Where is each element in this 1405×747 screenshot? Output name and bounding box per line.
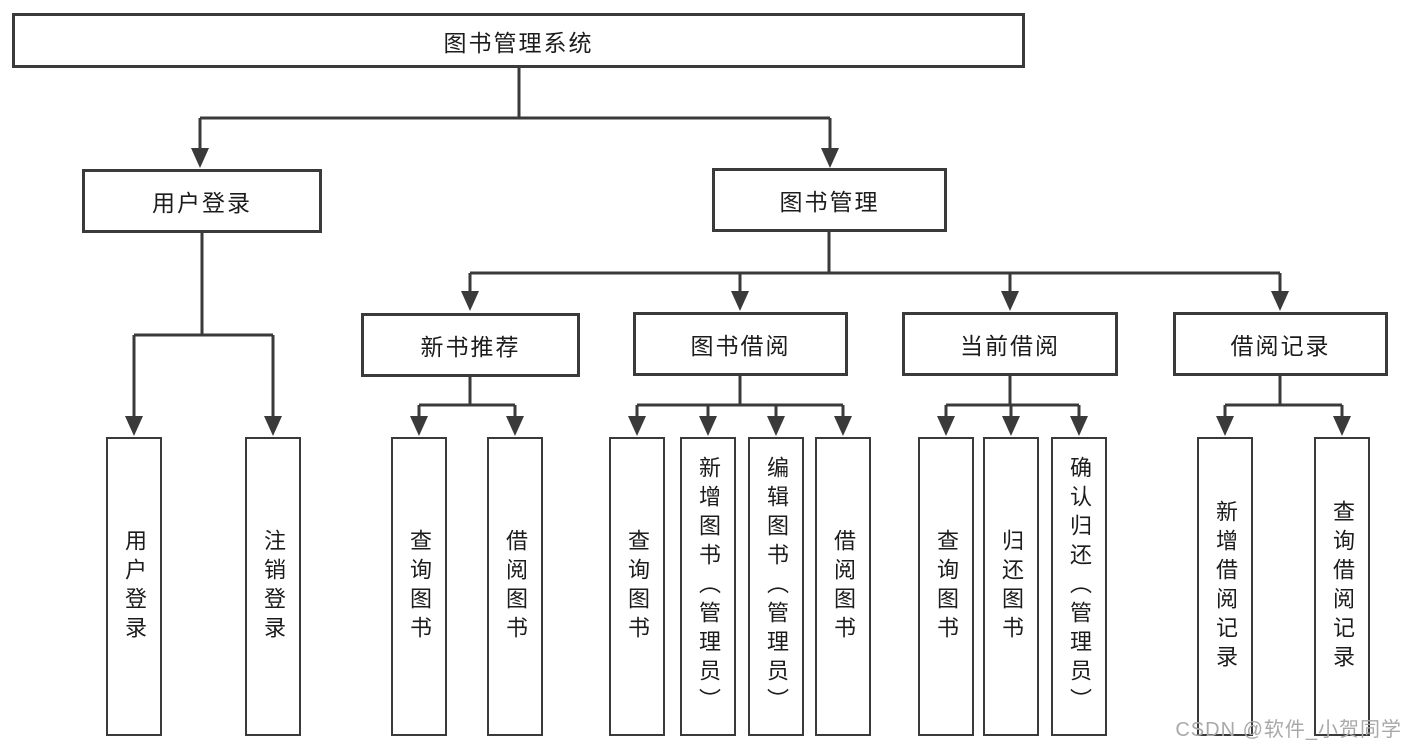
connector-newbookrec-to-leaves	[417, 377, 517, 417]
node-book-borrowing: 图书借阅	[633, 312, 848, 376]
node-leaf-borrow-book: 借阅图书	[815, 437, 871, 736]
node-current-borrowing: 当前借阅	[902, 312, 1118, 376]
node-borrowing-records: 借阅记录	[1173, 312, 1388, 376]
arrow-to-leaf-query-rec	[410, 416, 428, 436]
node-leaf-logout: 注销登录	[245, 437, 301, 736]
node-label: 确认归还（管理员）	[1067, 456, 1092, 717]
arrow-to-leaf-logout	[264, 416, 282, 436]
connector-borrowrec-to-leaves	[1223, 376, 1344, 417]
arrow-to-leaf-query-cur	[937, 416, 955, 436]
node-label: 新书推荐	[420, 334, 521, 360]
arrow-to-new-book-rec	[461, 291, 479, 311]
node-leaf-add-borrow-record: 新增借阅记录	[1197, 437, 1253, 736]
node-leaf-query-books-recommendation: 查询图书	[391, 437, 447, 736]
node-label: 用户登录	[152, 190, 252, 216]
node-leaf-user-login: 用户登录	[106, 437, 162, 736]
node-label: 借阅图书	[503, 528, 528, 645]
csdn-watermark: CSDN @软件_小贺同学	[1175, 719, 1402, 741]
connector-userlogin-to-leaves	[132, 233, 275, 417]
arrow-to-leaf-edit-book	[767, 416, 785, 436]
node-leaf-edit-book-admin: 编辑图书（管理员）	[748, 437, 804, 736]
node-label: 新增图书（管理员）	[696, 456, 721, 717]
arrow-to-book-mgmt	[821, 148, 839, 168]
arrow-to-book-borrow	[731, 291, 749, 311]
connector-root-to-level2	[198, 68, 832, 149]
arrow-to-leaf-borrow-book	[834, 416, 852, 436]
node-label: 借阅图书	[831, 528, 856, 645]
node-leaf-borrow-books-recommendation: 借阅图书	[487, 437, 543, 736]
arrow-to-leaf-user-login	[125, 416, 143, 436]
node-leaf-return-book: 归还图书	[983, 437, 1039, 736]
node-label: 查询图书	[407, 528, 432, 645]
node-label: 归还图书	[999, 528, 1024, 645]
node-label: 查询图书	[625, 528, 650, 645]
arrow-to-leaf-return-book	[1002, 416, 1020, 436]
node-new-book-recommendation: 新书推荐	[361, 313, 580, 377]
connector-bookmgmt-to-level3	[468, 232, 1282, 292]
node-library-management-system: 图书管理系统	[12, 13, 1025, 68]
node-label: 注销登录	[261, 528, 286, 645]
node-label: 查询借阅记录	[1330, 499, 1355, 674]
node-user-login: 用户登录	[82, 169, 322, 233]
node-label: 当前借阅	[960, 333, 1060, 359]
node-book-management: 图书管理	[712, 168, 947, 232]
arrow-to-leaf-borrow-rec	[506, 416, 524, 436]
arrow-to-leaf-confirm-return	[1070, 416, 1088, 436]
node-leaf-query-books-current: 查询图书	[918, 437, 974, 736]
arrow-to-leaf-add-record	[1216, 416, 1234, 436]
node-label: 用户登录	[122, 528, 147, 645]
arrow-to-user-login	[191, 148, 209, 168]
node-label: 编辑图书（管理员）	[764, 456, 789, 717]
arrow-to-leaf-add-book	[699, 416, 717, 436]
node-label: 查询图书	[934, 528, 959, 645]
node-label: 新增借阅记录	[1213, 499, 1238, 674]
node-leaf-query-books-borrowing: 查询图书	[609, 437, 665, 736]
node-label: 图书管理系统	[443, 29, 594, 56]
node-leaf-query-borrow-record: 查询借阅记录	[1314, 437, 1370, 736]
arrow-to-current-borrow	[1001, 291, 1019, 311]
node-label: 图书管理	[779, 189, 880, 215]
arrow-to-borrow-records	[1271, 291, 1289, 311]
connector-bookborrow-to-leaves	[635, 376, 845, 417]
node-leaf-confirm-return-admin: 确认归还（管理员）	[1051, 437, 1107, 736]
arrow-to-leaf-query-record	[1333, 416, 1351, 436]
node-leaf-add-book-admin: 新增图书（管理员）	[680, 437, 736, 736]
arrow-to-leaf-query-borrow	[628, 416, 646, 436]
node-label: 借阅记录	[1230, 333, 1331, 359]
connector-curborrow-to-leaves	[944, 376, 1081, 417]
node-label: 图书借阅	[690, 333, 791, 359]
